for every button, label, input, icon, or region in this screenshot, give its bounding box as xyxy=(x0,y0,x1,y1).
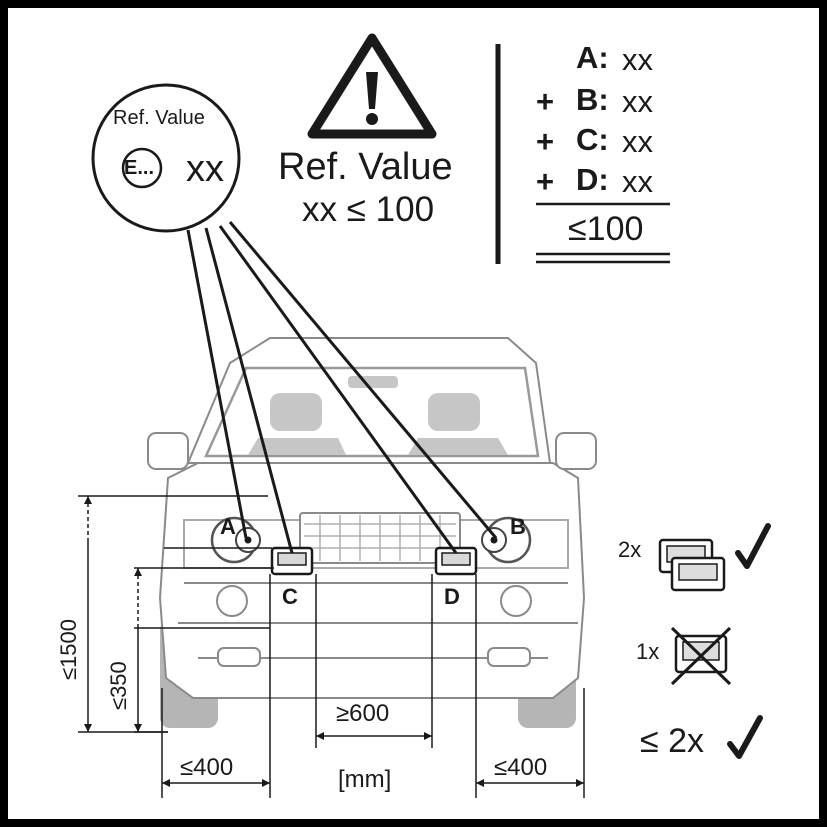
dim-height-max: ≤1500 xyxy=(56,618,81,680)
sum-value-b: xx xyxy=(622,84,653,119)
warning-label: Ref. Value xyxy=(278,146,453,188)
e-mark-label: E... xyxy=(124,157,155,179)
lamp-pair-icon xyxy=(658,538,726,592)
rearview-mirror xyxy=(348,376,398,388)
point-a xyxy=(244,536,252,544)
point-b xyxy=(490,536,498,544)
warning-icon xyxy=(307,33,437,139)
aux-lamp-d xyxy=(434,546,478,576)
vehicle-drawing xyxy=(78,33,771,798)
lamp-label-b: B xyxy=(510,514,526,539)
sum-letter-d: D: xyxy=(576,162,609,197)
dim-spacing-min: ≥600 xyxy=(336,700,390,727)
grille-slats xyxy=(304,515,456,561)
dim-unit: [mm] xyxy=(338,766,392,793)
sum-value-a: xx xyxy=(622,42,653,77)
seats xyxy=(248,393,508,455)
lamp-label-d: D xyxy=(444,584,460,609)
sum-letter-a: A: xyxy=(576,40,609,75)
dimension-arrows xyxy=(84,496,584,787)
lamp-label-a: A xyxy=(220,514,236,539)
rule-single-label: 1x xyxy=(636,639,660,664)
sum-value-d: xx xyxy=(622,164,653,199)
sum-total: ≤100 xyxy=(568,210,644,248)
diagram-canvas: Ref. Value E... xx Ref. Value xx ≤ 100 A… xyxy=(8,8,819,819)
lamp-label-c: C xyxy=(282,584,298,609)
ref-value-circle xyxy=(91,83,241,233)
dim-height-min: ≤350 xyxy=(106,661,131,710)
aux-lamp-c xyxy=(270,546,314,576)
ref-circle-label: Ref. Value xyxy=(113,107,205,129)
check-icon-max xyxy=(727,715,763,759)
dim-edge-left: ≤400 xyxy=(180,754,234,781)
e-mark-circle xyxy=(121,147,163,189)
rule-max-label: ≤ 2x xyxy=(640,722,705,760)
rule-pair-label: 2x xyxy=(618,537,642,562)
dim-edge-right: ≤400 xyxy=(494,754,548,781)
sum-letter-c: C: xyxy=(576,122,609,157)
leader-lines xyxy=(186,221,498,554)
sum-value-c: xx xyxy=(622,124,653,159)
ref-circle-value: xx xyxy=(186,148,224,190)
warning-formula: xx ≤ 100 xyxy=(302,190,435,229)
sum-prefix-b: + xyxy=(536,84,555,119)
sum-letter-b: B: xyxy=(576,82,609,117)
dimension-lines xyxy=(78,495,585,798)
vehicle-body xyxy=(147,337,597,699)
sum-prefix-c: + xyxy=(536,124,555,159)
sum-prefix-d: + xyxy=(536,164,555,199)
single-lamp-crossed-icon xyxy=(670,626,732,686)
check-icon-pair xyxy=(735,523,771,569)
